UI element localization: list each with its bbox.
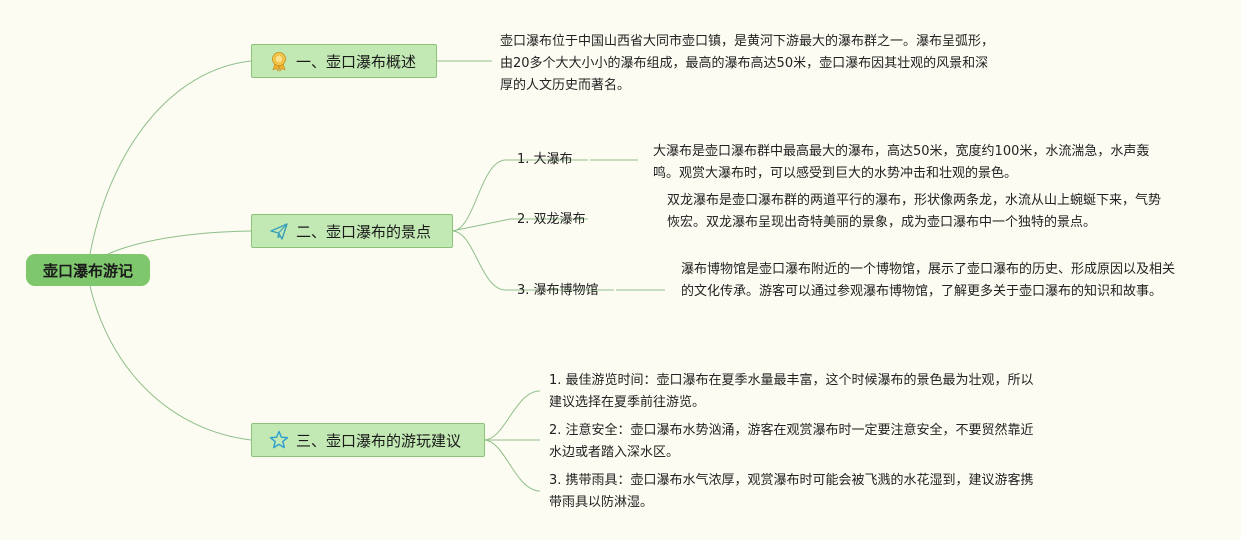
branch-travel-tips-label: 三、壶口瀑布的游玩建议 — [296, 431, 462, 450]
root-node[interactable]: 壶口瀑布游记 — [26, 254, 150, 286]
paper-plane-icon — [268, 220, 290, 242]
branch-overview-label: 一、壶口瀑布概述 — [296, 52, 417, 71]
tip-safety[interactable]: 2. 注意安全：壶口瀑布水势汹涌，游客在观赏瀑布时一定要注意安全，不要贸然靠近水… — [549, 423, 1034, 460]
double-dragon-description: 双龙瀑布是壶口瀑布群的两道平行的瀑布，形状像两条龙，水流从山上蜿蜒下来，气势恢宏… — [667, 193, 1162, 230]
branch-overview[interactable]: 一、壶口瀑布概述 — [251, 44, 437, 78]
sub-double-dragon-waterfall[interactable]: 2. 双龙瀑布 — [517, 212, 586, 227]
overview-description: 壶口瀑布位于中国山西省大同市壶口镇，是黄河下游最大的瀑布群之一。瀑布呈弧形，由2… — [500, 34, 995, 93]
link-branch-3-sub-1 — [483, 390, 541, 441]
branch-travel-tips[interactable]: 三、壶口瀑布的游玩建议 — [251, 423, 485, 457]
star-icon — [268, 429, 290, 451]
museum-description: 瀑布博物馆是壶口瀑布附近的一个博物馆，展示了壶口瀑布的历史、形成原因以及相关的文… — [681, 262, 1176, 299]
big-waterfall-description: 大瀑布是壶口瀑布群中最高最大的瀑布，高达50米，宽度约100米，水流湍急，水声轰… — [653, 144, 1150, 181]
branch-scenic-spots-label: 二、壶口瀑布的景点 — [296, 222, 432, 241]
ribbon-award-icon — [268, 50, 290, 72]
link-root-branch-3 — [89, 285, 252, 441]
tip-rain-gear[interactable]: 3. 携带雨具：壶口瀑布水气浓厚，观赏瀑布时可能会被飞溅的水花湿到，建议游客携带… — [549, 473, 1034, 510]
link-branch-3-sub-3 — [483, 439, 541, 492]
sub-waterfall-museum[interactable]: 3. 瀑布博物馆 — [517, 283, 599, 298]
link-branch-2-sub-2 — [451, 218, 588, 232]
sub-big-waterfall[interactable]: 1. 大瀑布 — [517, 152, 573, 167]
link-branch-2-sub-3 — [451, 230, 614, 291]
branch-scenic-spots[interactable]: 二、壶口瀑布的景点 — [251, 214, 453, 248]
link-branch-2-sub-1 — [451, 159, 588, 232]
tip-best-time[interactable]: 1. 最佳游览时间：壶口瀑布在夏季水量最丰富，这个时候瀑布的景色最为壮观，所以建… — [549, 373, 1034, 410]
link-root-branch-1 — [89, 60, 252, 255]
link-root-branch-2 — [107, 230, 252, 255]
